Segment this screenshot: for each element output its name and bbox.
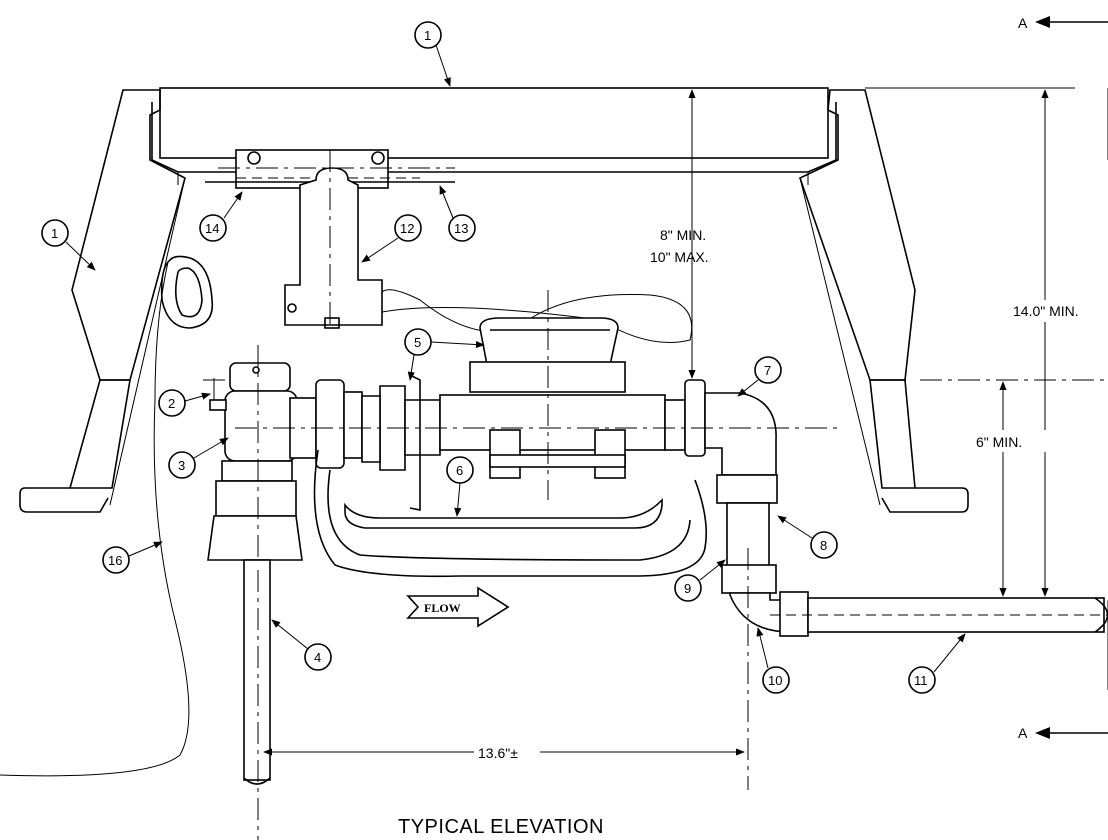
callout-lid-plate: 13 xyxy=(439,185,476,242)
yoke-bar xyxy=(313,449,708,578)
svg-text:7: 7 xyxy=(764,363,771,378)
callout-yoke-bar: 6 xyxy=(446,456,474,517)
svg-text:A: A xyxy=(1018,15,1028,31)
callout-outlet-elbow: 7 xyxy=(737,356,782,397)
callout-meter: 5 xyxy=(404,328,485,381)
meter-bottom-plate xyxy=(344,497,663,529)
callout-nipple: 8 xyxy=(777,515,838,559)
drawing-title: TYPICAL ELEVATION xyxy=(398,816,604,838)
callout-inlet-pipe: 4 xyxy=(271,619,332,671)
callout-tracer-wire: 16 xyxy=(102,541,163,574)
inlet-pipe xyxy=(243,559,271,840)
callout-lid: 1 xyxy=(414,21,451,87)
svg-text:6: 6 xyxy=(456,463,463,478)
svg-text:13: 13 xyxy=(454,221,468,236)
svg-text:8: 8 xyxy=(820,538,827,553)
svg-text:A: A xyxy=(1018,725,1028,741)
meter-box-right-foot xyxy=(881,487,969,513)
section-marker-top: A xyxy=(1018,15,1108,31)
callout-angle-valve: 3 xyxy=(168,437,229,479)
meter-box-left-foot xyxy=(19,487,109,513)
dim-setter-length: 13.6"± xyxy=(478,745,518,761)
callout-elbow: 10 xyxy=(756,627,790,694)
antenna-cable xyxy=(381,289,693,343)
callout-coupling: 9 xyxy=(674,559,726,602)
svg-text:4: 4 xyxy=(314,650,321,665)
svg-text:5: 5 xyxy=(414,335,421,350)
svg-text:3: 3 xyxy=(178,458,185,473)
svg-text:9: 9 xyxy=(684,581,691,596)
dim-pipe-depth: 6" MIN. xyxy=(976,434,1022,450)
meter-box-right-wall xyxy=(799,89,916,381)
dim-overall-depth: 14.0" MIN. xyxy=(1013,303,1079,319)
dim-cover-min: 8" MIN. xyxy=(660,227,706,243)
centerlines xyxy=(218,150,1108,790)
svg-text:11: 11 xyxy=(914,673,928,688)
dimension-lines xyxy=(263,87,1108,756)
svg-text:FLOW: FLOW xyxy=(424,601,461,615)
meter-box-body xyxy=(19,89,969,513)
callout-box-body: 1 xyxy=(41,219,96,271)
svg-text:2: 2 xyxy=(168,396,175,411)
svg-text:16: 16 xyxy=(108,553,122,568)
meter-box-lid xyxy=(151,87,837,185)
svg-text:1: 1 xyxy=(424,28,431,43)
callout-padlock-wing: 2 xyxy=(158,389,211,417)
svg-text:12: 12 xyxy=(400,221,414,236)
service-pipe xyxy=(770,597,1108,633)
angle-meter-valve xyxy=(203,345,317,570)
svg-text:1: 1 xyxy=(51,226,58,241)
water-meter xyxy=(439,290,706,500)
callout-bracket: 14 xyxy=(199,191,243,242)
flow-arrow: FLOW xyxy=(406,586,510,628)
tracer-wire xyxy=(0,255,214,777)
callout-service-pipe: 11 xyxy=(908,633,966,694)
svg-text:14: 14 xyxy=(205,221,219,236)
dim-cover-max: 10" MAX. xyxy=(650,249,709,265)
svg-text:10: 10 xyxy=(768,673,782,688)
outlet-piping xyxy=(704,392,809,637)
meter-box-left-wall xyxy=(71,89,186,381)
section-marker-bottom: A xyxy=(1018,725,1108,741)
callout-transmitter: 12 xyxy=(361,214,422,263)
meter-yoke xyxy=(315,374,441,511)
